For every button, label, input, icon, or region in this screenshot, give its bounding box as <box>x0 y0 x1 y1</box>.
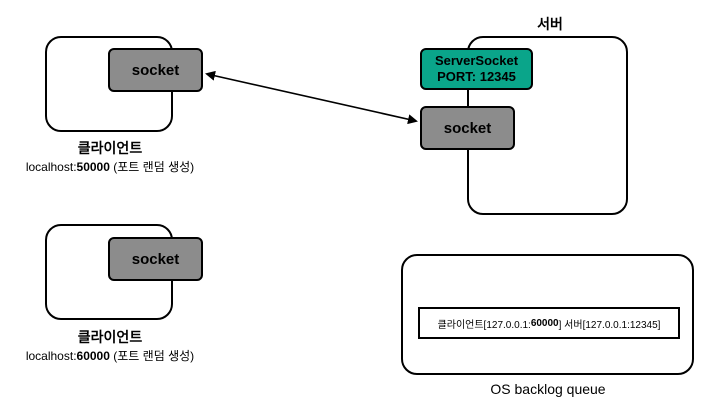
connection-arrow-line <box>205 70 418 125</box>
server-client-socket-label: socket <box>443 119 492 137</box>
server-client-socket: socket <box>420 106 515 150</box>
client-2-address-suffix: (포트 랜덤 생성) <box>109 349 195 363</box>
queue-item-suffix: ] 서버[127.0.0.1:12345] <box>558 319 661 331</box>
server-socket-line2: PORT: 12345 <box>437 69 516 84</box>
client-1-address-suffix: (포트 랜덤 생성) <box>109 160 195 174</box>
client-2-socket: socket <box>108 237 203 281</box>
client-2-socket-label: socket <box>131 250 180 268</box>
queue-item-port: 60000 <box>530 317 559 329</box>
client-1-socket-label: socket <box>131 61 180 79</box>
client-2-address: localhost:60000 (포트 랜덤 생성) <box>10 347 210 364</box>
client-1-address-prefix: localhost: <box>25 160 77 174</box>
client-1-address: localhost:50000 (포트 랜덤 생성) <box>10 158 210 175</box>
client-2-address-prefix: localhost: <box>25 349 77 363</box>
client-1-title: 클라이언트 <box>77 140 143 156</box>
client-1-socket: socket <box>108 48 203 92</box>
server-socket: ServerSocket PORT: 12345 <box>420 48 533 90</box>
client-2-address-port: 60000 <box>76 349 110 363</box>
backlog-queue-caption: OS backlog queue <box>490 381 606 397</box>
server-title: 서버 <box>537 16 563 32</box>
client-2-title: 클라이언트 <box>77 329 143 345</box>
server-socket-line1: ServerSocket <box>434 53 519 68</box>
client-1-address-port: 50000 <box>76 160 110 174</box>
backlog-queue-item: 클라이언트[127.0.0.1:60000] 서버[127.0.0.1:1234… <box>418 307 680 339</box>
queue-item-prefix: 클라이언트[127.0.0.1: <box>437 319 531 331</box>
